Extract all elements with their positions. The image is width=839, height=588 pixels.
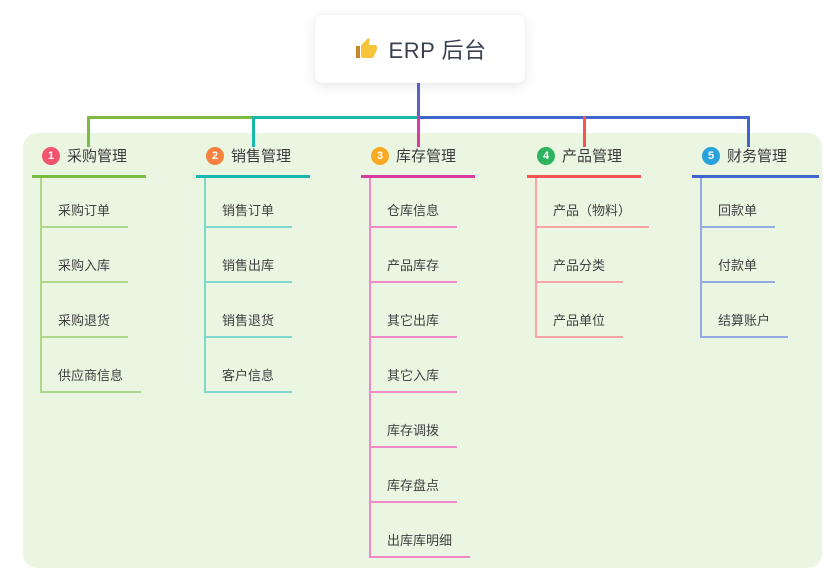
child-node[interactable]: 供应商信息 — [32, 338, 146, 393]
child-node[interactable]: 产品分类 — [527, 228, 641, 283]
branch-number-badge: 2 — [206, 146, 224, 165]
branch-label: 采购管理 — [67, 148, 128, 165]
root-node[interactable]: ERP 后台 — [315, 15, 525, 83]
branch-label: 财务管理 — [727, 148, 788, 165]
branch-product-header[interactable]: 4 产品管理 — [527, 145, 641, 178]
branch-sales-children: 销售订单 销售出库 销售退货 客户信息 — [196, 178, 310, 393]
child-node[interactable]: 采购订单 — [32, 178, 146, 228]
branch-inventory: 3 库存管理 仓库信息 产品库存 其它出库 其它入库 库存调拨 库存盘点 出库库… — [361, 145, 475, 558]
child-node-label: 库存调拨 — [369, 420, 458, 448]
child-node[interactable]: 采购入库 — [32, 228, 146, 283]
branch2-connector-bus — [253, 116, 419, 119]
background-panel — [23, 133, 822, 568]
child-node[interactable]: 产品单位 — [527, 283, 641, 338]
branch-number-badge: 1 — [42, 146, 60, 165]
child-node[interactable]: 产品库存 — [361, 228, 475, 283]
child-node-label: 回款单 — [700, 200, 776, 228]
child-node[interactable]: 采购退货 — [32, 283, 146, 338]
child-node[interactable]: 回款单 — [692, 178, 819, 228]
child-node-label: 销售订单 — [204, 200, 293, 228]
branch-finance-children: 回款单 付款单 结算账户 — [692, 178, 819, 338]
branch1-connector-drop — [87, 116, 90, 147]
child-node-label: 销售退货 — [204, 310, 293, 338]
branch5-connector-drop — [747, 116, 750, 147]
child-node[interactable]: 其它出库 — [361, 283, 475, 338]
child-node-label: 其它入库 — [369, 365, 458, 393]
branch-sales-header[interactable]: 2 销售管理 — [196, 145, 310, 178]
child-node-label: 仓库信息 — [369, 200, 458, 228]
child-node[interactable]: 销售退货 — [196, 283, 310, 338]
child-node-label: 采购订单 — [40, 200, 129, 228]
child-node-label: 结算账户 — [700, 310, 789, 338]
branch-purchase-header[interactable]: 1 采购管理 — [32, 145, 146, 178]
branch1-connector-bus — [87, 116, 254, 119]
child-node[interactable]: 其它入库 — [361, 338, 475, 393]
branch2-connector-drop — [252, 116, 255, 147]
child-node-label: 出库库明细 — [369, 530, 471, 558]
branch4-connector-drop — [583, 116, 586, 147]
branch-finance: 5 财务管理 回款单 付款单 结算账户 — [692, 145, 819, 338]
child-node-label: 其它出库 — [369, 310, 458, 338]
root-node-label: ERP 后台 — [388, 38, 487, 63]
branch-purchase: 1 采购管理 采购订单 采购入库 采购退货 供应商信息 — [32, 145, 146, 393]
child-node[interactable]: 产品（物料） — [527, 178, 650, 228]
branch-number-badge: 3 — [371, 146, 389, 165]
child-node[interactable]: 客户信息 — [196, 338, 310, 393]
branch-sales: 2 销售管理 销售订单 销售出库 销售退货 客户信息 — [196, 145, 310, 393]
branch-finance-header[interactable]: 5 财务管理 — [692, 145, 819, 178]
branch-product-children: 产品（物料） 产品分类 产品单位 — [527, 178, 650, 338]
child-node-label: 产品库存 — [369, 255, 458, 283]
child-node-label: 付款单 — [700, 255, 776, 283]
branch-product: 4 产品管理 产品（物料） 产品分类 产品单位 — [527, 145, 650, 338]
child-node[interactable]: 付款单 — [692, 228, 819, 283]
child-node-label: 产品单位 — [535, 310, 624, 338]
branch-inventory-children: 仓库信息 产品库存 其它出库 其它入库 库存调拨 库存盘点 出库库明细 — [361, 178, 475, 558]
branch-number-badge: 5 — [702, 146, 720, 165]
branch3-connector-drop — [417, 116, 420, 147]
child-node-label: 客户信息 — [204, 365, 293, 393]
child-node-label: 供应商信息 — [40, 365, 142, 393]
child-node[interactable]: 库存盘点 — [361, 448, 475, 503]
child-node[interactable]: 仓库信息 — [361, 178, 475, 228]
child-node[interactable]: 销售出库 — [196, 228, 310, 283]
child-node[interactable]: 销售订单 — [196, 178, 310, 228]
root-connector-line — [417, 83, 420, 119]
branch-inventory-header[interactable]: 3 库存管理 — [361, 145, 475, 178]
child-node-label: 销售出库 — [204, 255, 293, 283]
child-node[interactable]: 结算账户 — [692, 283, 819, 338]
branch-label: 销售管理 — [231, 148, 292, 165]
child-node-label: 库存盘点 — [369, 475, 458, 503]
thumbs-up-icon — [354, 37, 378, 61]
child-node[interactable]: 库存调拨 — [361, 393, 475, 448]
branch-number-badge: 4 — [537, 146, 555, 165]
branch-label: 库存管理 — [396, 148, 457, 165]
branch-purchase-children: 采购订单 采购入库 采购退货 供应商信息 — [32, 178, 146, 393]
child-node[interactable]: 出库库明细 — [361, 503, 475, 558]
child-node-label: 采购退货 — [40, 310, 129, 338]
child-node-label: 采购入库 — [40, 255, 129, 283]
child-node-label: 产品（物料） — [535, 200, 650, 228]
child-node-label: 产品分类 — [535, 255, 624, 283]
branch-label: 产品管理 — [562, 148, 623, 165]
